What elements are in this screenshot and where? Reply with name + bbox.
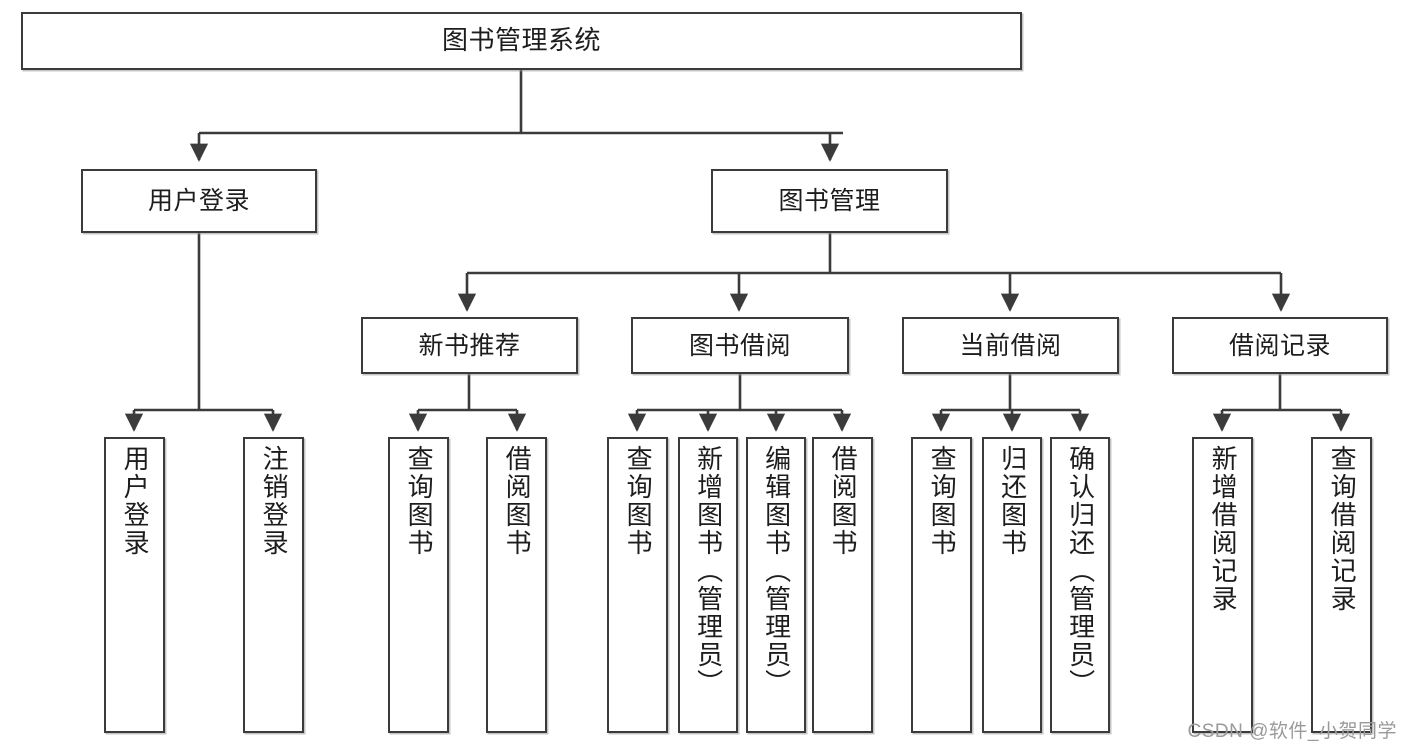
node-current-borrow[interactable]: 当前借阅: [902, 317, 1119, 374]
node-label: 借阅图书: [502, 445, 533, 557]
leaf-borrow-book-2[interactable]: 借阅图书: [812, 437, 873, 733]
leaf-return-book[interactable]: 归还图书: [982, 437, 1042, 733]
node-label: 用户登录: [120, 445, 151, 557]
leaf-borrow-book-1[interactable]: 借阅图书: [486, 437, 547, 733]
node-label: 用户登录: [147, 187, 250, 215]
node-label: 借阅图书: [828, 445, 859, 557]
node-label: 当前借阅: [959, 331, 1062, 360]
node-label: 查询借阅记录: [1327, 445, 1358, 613]
node-label: 新书推荐: [418, 331, 521, 360]
node-label: 查询图书: [927, 445, 958, 557]
leaf-query-book-1[interactable]: 查询图书: [388, 437, 449, 733]
leaf-user-login[interactable]: 用户登录: [104, 437, 165, 733]
node-label: 图书借阅: [688, 331, 791, 360]
node-new-book-recommend[interactable]: 新书推荐: [361, 317, 578, 374]
leaf-confirm-return-admin[interactable]: 确认归还（管理员）: [1050, 437, 1110, 733]
leaf-query-borrow-record[interactable]: 查询借阅记录: [1311, 437, 1372, 733]
node-label: 借阅记录: [1228, 331, 1331, 360]
leaf-logout[interactable]: 注销登录: [243, 437, 304, 733]
leaf-add-borrow-record[interactable]: 新增借阅记录: [1192, 437, 1253, 733]
node-label: 查询图书: [623, 445, 654, 557]
node-label: 新增借阅记录: [1208, 445, 1239, 613]
node-label: 注销登录: [259, 445, 290, 557]
watermark: CSDN @软件_小贺同学: [1187, 721, 1397, 742]
node-book-management[interactable]: 图书管理: [711, 169, 948, 233]
node-label: 查询图书: [404, 445, 435, 557]
node-book-borrow[interactable]: 图书借阅: [631, 317, 849, 374]
node-label: 归还图书: [997, 445, 1028, 557]
node-label: 确认归还（管理员）: [1065, 445, 1096, 697]
node-label: 图书管理: [778, 187, 881, 215]
node-label: 编辑图书（管理员）: [761, 445, 792, 697]
leaf-edit-book-admin[interactable]: 编辑图书（管理员）: [746, 437, 806, 733]
node-label: 新增图书（管理员）: [693, 445, 724, 697]
leaf-query-book-2[interactable]: 查询图书: [607, 437, 668, 733]
node-user-login[interactable]: 用户登录: [81, 169, 317, 233]
leaf-add-book-admin[interactable]: 新增图书（管理员）: [678, 437, 738, 733]
node-root[interactable]: 图书管理系统: [21, 12, 1022, 70]
node-borrow-record[interactable]: 借阅记录: [1172, 317, 1388, 374]
node-label: 图书管理系统: [441, 25, 601, 56]
leaf-query-book-3[interactable]: 查询图书: [911, 437, 972, 733]
